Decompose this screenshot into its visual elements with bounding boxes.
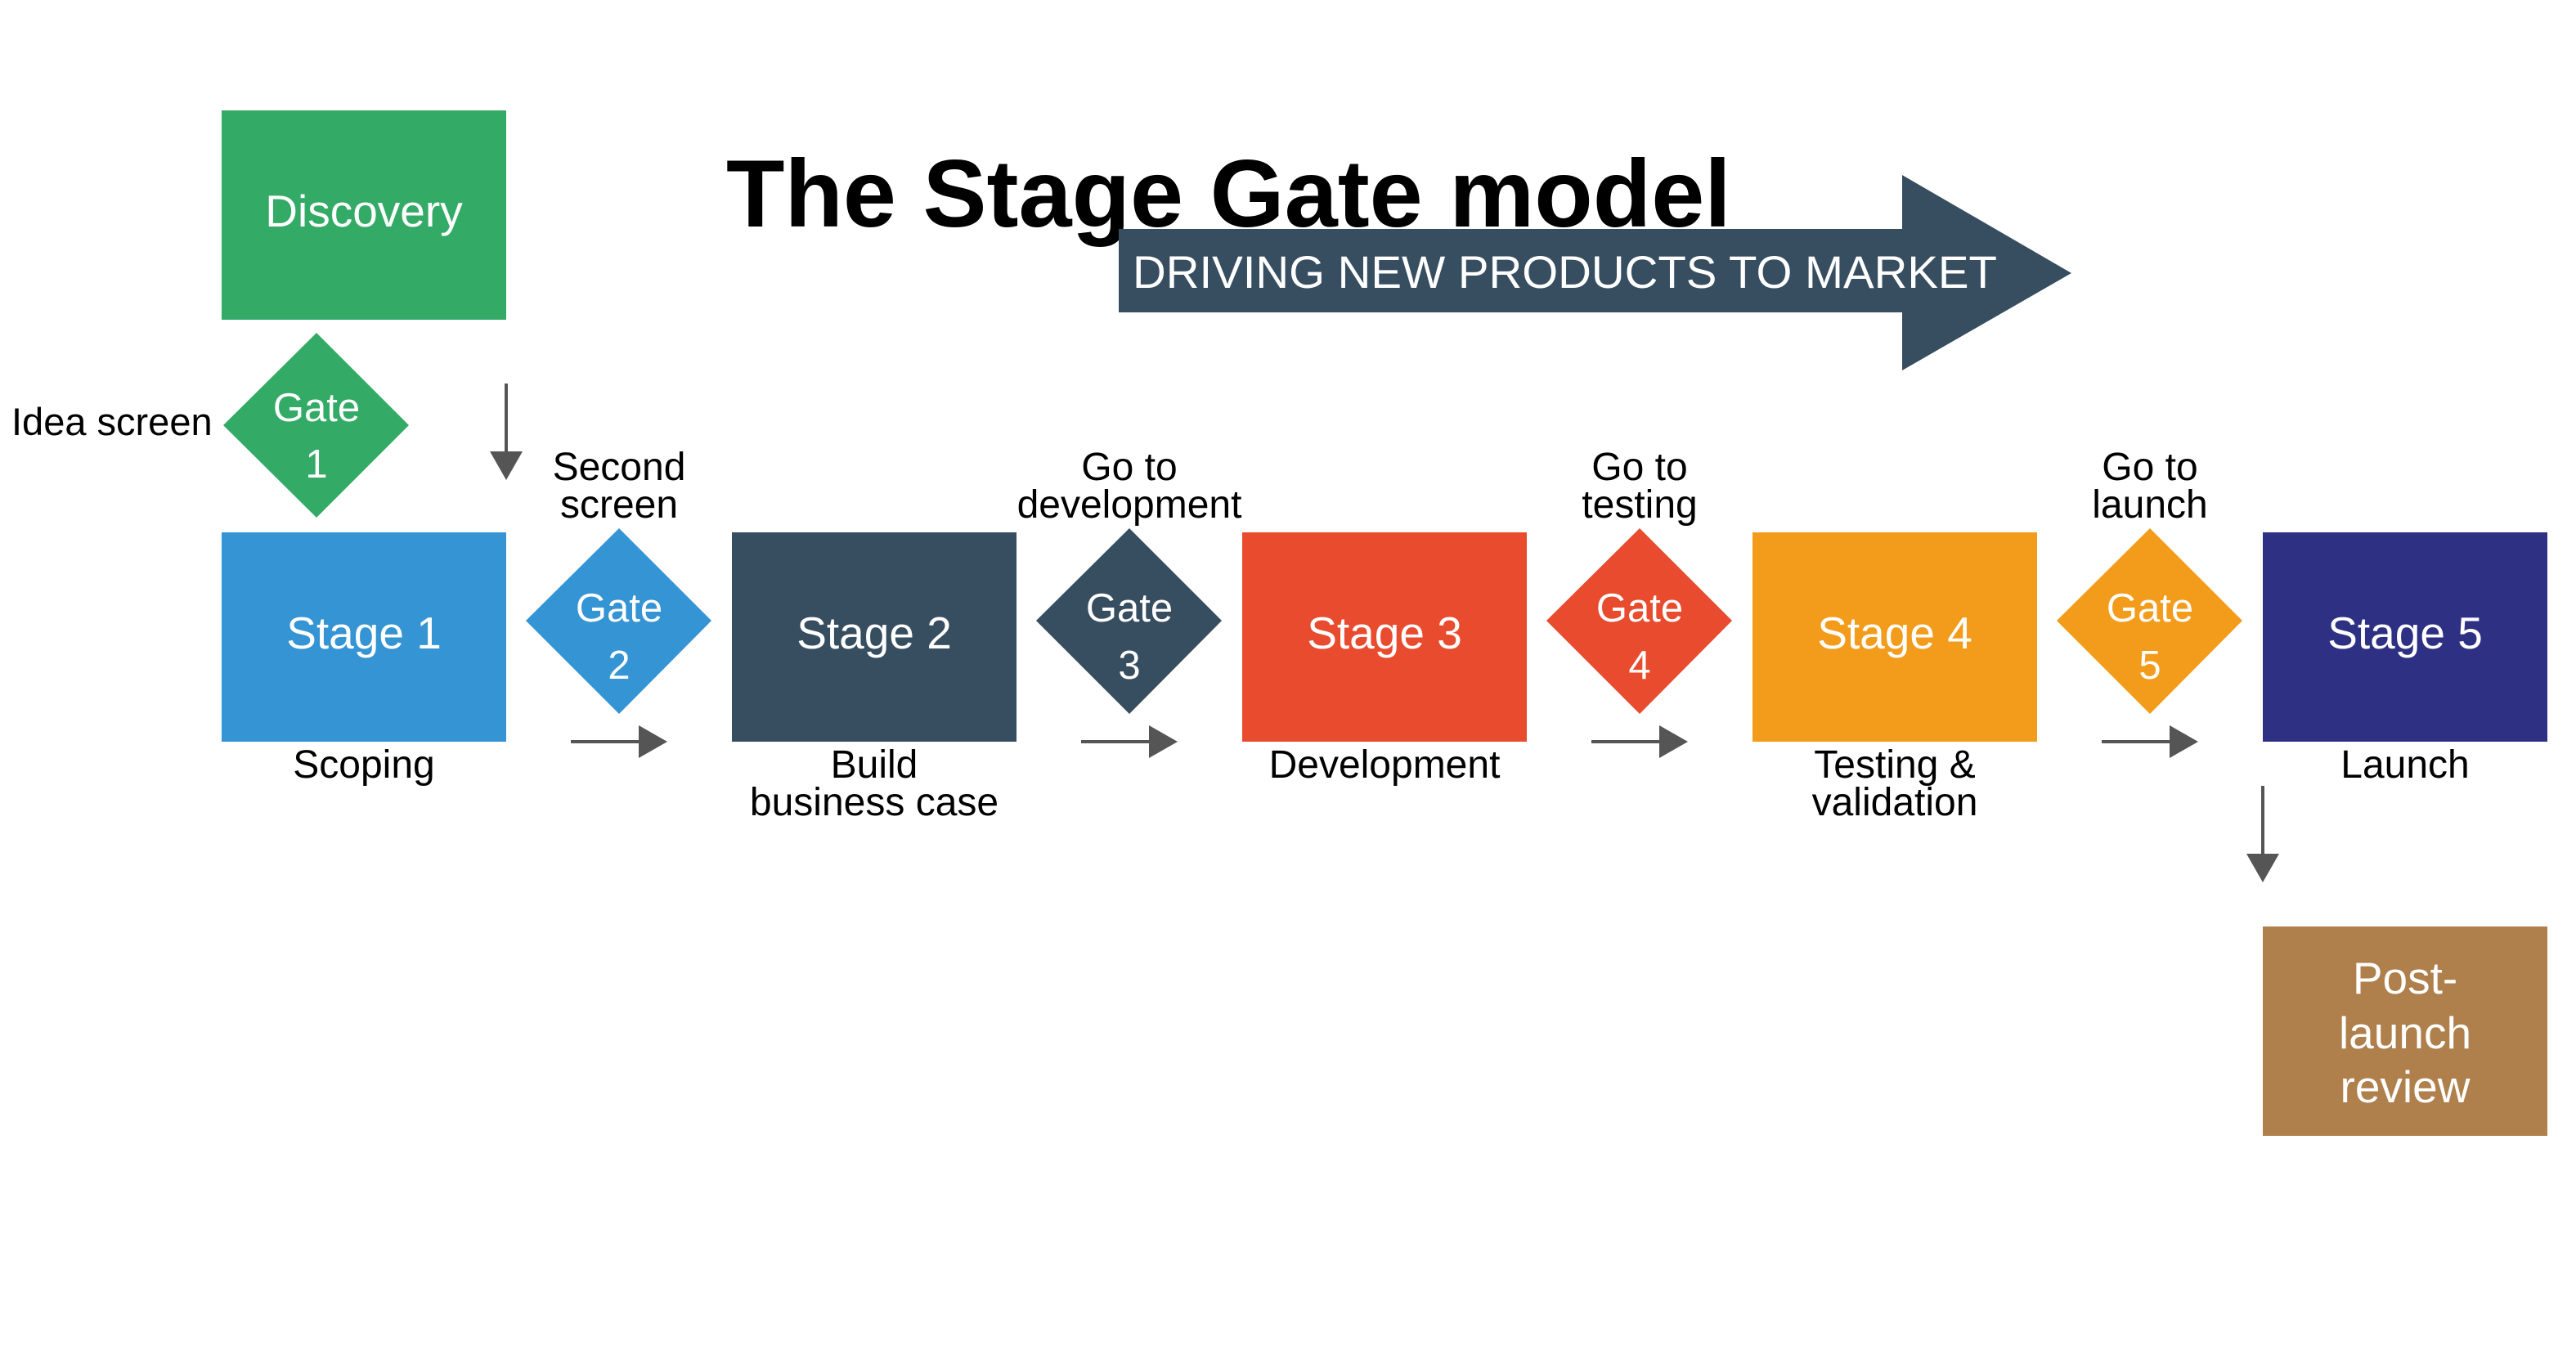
gate-2-title: Gate — [576, 586, 662, 630]
gate-3-label-line-2: development — [1017, 483, 1242, 527]
post-launch-line-3: review — [2340, 1061, 2471, 1112]
stage-4-caption-line-1: Testing & — [1814, 743, 1975, 787]
stage-3-rect — [1242, 532, 1527, 742]
gate-5-label-line-1: Go to — [2102, 446, 2197, 489]
gate-5: Go to launch Gate 5 — [2057, 446, 2242, 758]
stage-3: Stage 3 Development — [1242, 532, 1527, 787]
stage-2-caption-line-2: business case — [750, 781, 999, 824]
stage-3-caption: Development — [1269, 743, 1501, 787]
stage-4-rect — [1752, 532, 2037, 742]
right-arrow-icon — [1081, 725, 1178, 758]
gate-3-label-line-1: Go to — [1081, 446, 1177, 489]
stage-2-rect — [732, 532, 1016, 742]
gate-4: Go to testing Gate 4 — [1546, 446, 1732, 758]
gate-2-label-line-2: screen — [560, 483, 678, 527]
gate-2-label-line-1: Second — [553, 446, 686, 489]
gate-4-number: 4 — [1628, 644, 1650, 688]
stage-5-rect — [2263, 532, 2547, 742]
gate-4-diamond — [1546, 528, 1732, 714]
stage-2-caption-line-1: Build — [831, 743, 918, 787]
stage-4-caption-line-2: validation — [1812, 781, 1978, 824]
post-launch-line-2: launch — [2339, 1007, 2471, 1058]
gate-3: Go to development Gate 3 — [1017, 446, 1242, 758]
post-launch-review-box: Post- launch review — [2263, 926, 2547, 1136]
gate-4-title: Gate — [1596, 586, 1683, 630]
gate-3-number: 3 — [1118, 644, 1140, 688]
post-launch-rect — [2263, 926, 2547, 1136]
stage-1-label: Stage 1 — [286, 608, 442, 658]
gate-1-diamond — [223, 333, 409, 518]
gate-4-label-line-1: Go to — [1591, 446, 1687, 489]
stage-5-caption: Launch — [2340, 743, 2469, 787]
gate-3-diamond — [1036, 528, 1222, 714]
gate-2-diamond — [526, 528, 711, 714]
gate-5-title: Gate — [2107, 586, 2193, 630]
post-launch-line-1: Post- — [2353, 953, 2457, 1003]
right-arrow-icon — [1591, 725, 1688, 758]
down-arrow-icon — [490, 384, 523, 480]
discovery-rect — [222, 110, 506, 320]
gate-3-title: Gate — [1086, 586, 1173, 630]
gate-4-label-line-2: testing — [1582, 483, 1697, 527]
gate-5-number: 5 — [2138, 644, 2161, 688]
discovery-box: Discovery — [222, 110, 506, 320]
stage-2-label: Stage 2 — [797, 608, 952, 658]
stage-5-label: Stage 5 — [2327, 608, 2483, 658]
stage-1: Stage 1 Scoping — [222, 532, 506, 787]
stage-2: Stage 2 Build business case — [732, 532, 1016, 824]
right-arrow-icon — [2102, 725, 2198, 758]
stage-5: Stage 5 Launch — [2263, 532, 2547, 787]
stage-1-rect — [222, 532, 506, 742]
gate-5-label-line-2: launch — [2092, 483, 2207, 527]
gate-5-diamond — [2057, 528, 2242, 714]
discovery-label: Discovery — [265, 186, 463, 236]
gate-1-number: 1 — [305, 442, 327, 487]
banner-arrow-shape — [1119, 175, 2071, 370]
stage-4: Stage 4 Testing & validation — [1752, 532, 2037, 824]
banner-text: DRIVING NEW PRODUCTS TO MARKET — [1133, 246, 1997, 298]
right-arrow-icon — [571, 725, 667, 758]
stage-4-label: Stage 4 — [1817, 608, 1972, 658]
down-arrow-icon — [2246, 786, 2279, 882]
gate-1-title: Gate — [273, 386, 360, 430]
gate-1: Gate 1 — [223, 333, 409, 518]
stage-1-caption: Scoping — [293, 743, 434, 787]
banner-arrow: DRIVING NEW PRODUCTS TO MARKET — [1119, 175, 2071, 370]
gate-1-label: Idea screen — [11, 400, 213, 443]
gate-2: Second screen Gate 2 — [526, 446, 711, 758]
gate-2-number: 2 — [608, 644, 630, 688]
stage-3-label: Stage 3 — [1307, 608, 1462, 658]
